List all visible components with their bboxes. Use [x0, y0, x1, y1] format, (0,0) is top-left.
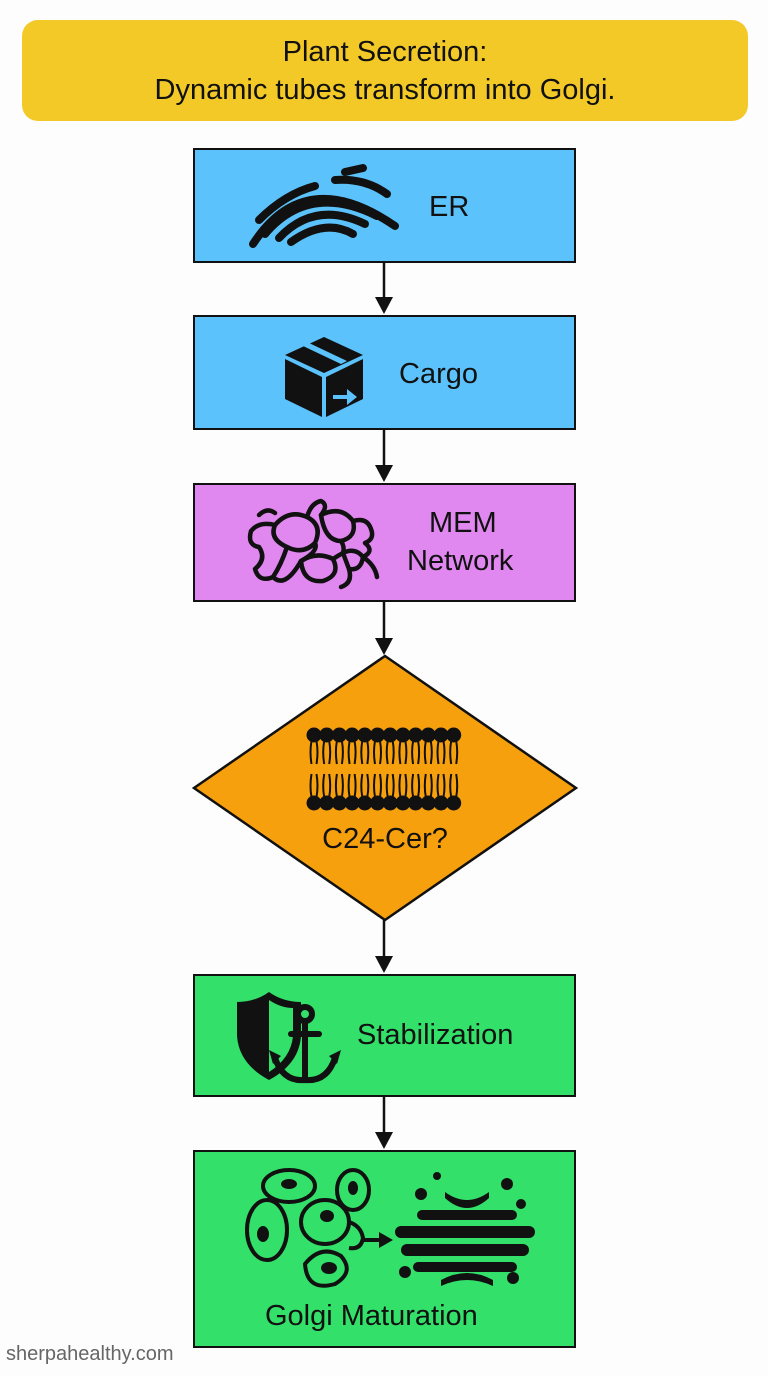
er-node: ER — [193, 148, 576, 263]
shield-anchor-icon — [237, 992, 341, 1084]
er-label: ER — [429, 191, 470, 223]
arrow-decision-to-stabilization — [375, 920, 393, 973]
cargo-label: Cargo — [399, 358, 478, 390]
golgi-maturation-node: Golgi Maturation — [193, 1150, 576, 1348]
mem-label-line-1: MEM — [429, 507, 497, 539]
mem-label-line-2: Network — [407, 545, 514, 577]
title-line-2: Dynamic tubes transform into Golgi. — [154, 73, 616, 106]
arrow-cargo-to-mem — [375, 430, 393, 482]
title-line-1: Plant Secretion: — [282, 35, 488, 68]
arrow-mem-to-decision — [375, 602, 393, 655]
title-banner: Plant Secretion: Dynamic tubes transform… — [22, 20, 748, 121]
golgi-maturation-label: Golgi Maturation — [265, 1300, 478, 1332]
er-icon — [249, 164, 399, 248]
mem-network-node: MEM Network — [193, 483, 576, 602]
stabilization-label: Stabilization — [357, 1019, 514, 1051]
arrow-er-to-cargo — [375, 263, 393, 314]
membrane-network-icon — [247, 498, 380, 590]
cargo-node: Cargo — [193, 315, 576, 430]
golgi-maturation-icon — [245, 1168, 535, 1288]
watermark: sherpahealthy.com — [6, 1343, 174, 1365]
lipid-bilayer-icon — [306, 727, 462, 811]
decision-label: C24-Cer? — [322, 823, 448, 855]
arrow-stabilization-to-golgi — [375, 1097, 393, 1149]
stabilization-node: Stabilization — [193, 974, 576, 1097]
cargo-box-icon — [285, 337, 363, 417]
